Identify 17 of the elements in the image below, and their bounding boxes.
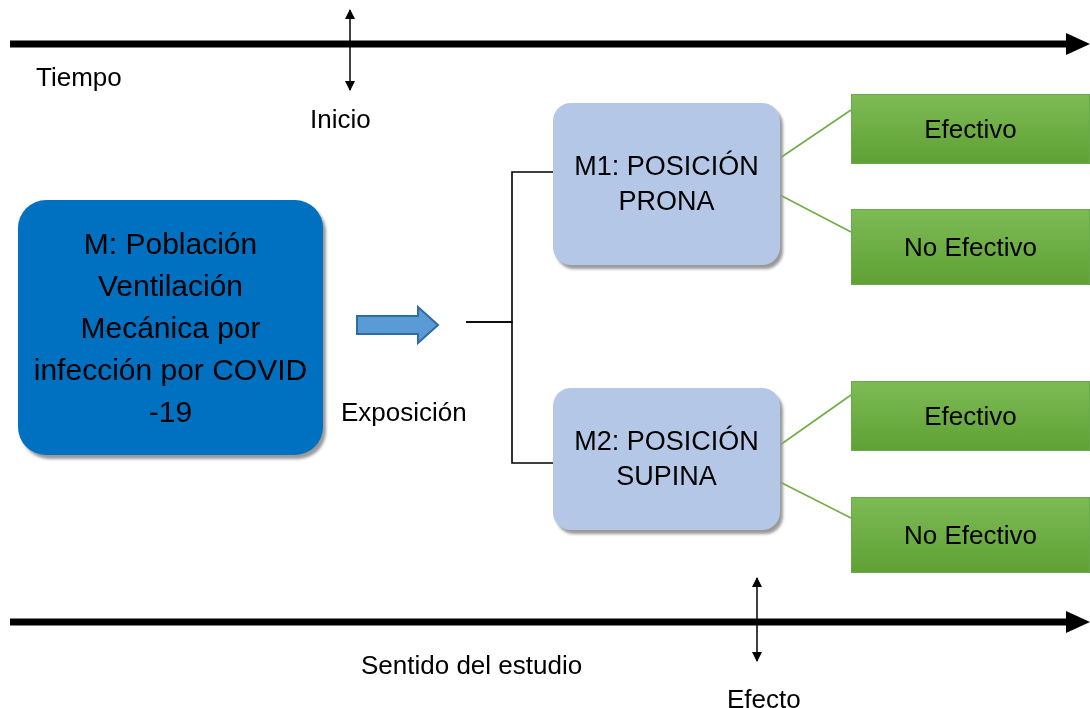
connector-line	[465, 321, 554, 464]
axis-label: Efecto	[727, 683, 801, 708]
axis-label: Sentido del estudio	[361, 649, 583, 682]
connector-line	[779, 394, 852, 446]
axis-label: Tiempo	[36, 61, 122, 94]
connector-line	[779, 109, 852, 159]
population-box: M: Población Ventilación Mecánica por infección por COVID -19	[18, 200, 323, 455]
outcome-box: No Efectivo	[851, 209, 1090, 285]
outcome-box: No Efectivo	[851, 497, 1090, 573]
group-box: M2: POSICIÓN SUPINA	[553, 388, 780, 530]
outcome-box: Efectivo	[851, 94, 1090, 164]
axis-label: Inicio	[310, 103, 371, 136]
group-box: M1: POSICIÓN PRONA	[553, 103, 780, 265]
connector-line	[779, 481, 852, 519]
outcome-box: Efectivo	[851, 381, 1090, 451]
axis-label: Exposición	[341, 396, 467, 429]
connector-line	[779, 194, 852, 233]
